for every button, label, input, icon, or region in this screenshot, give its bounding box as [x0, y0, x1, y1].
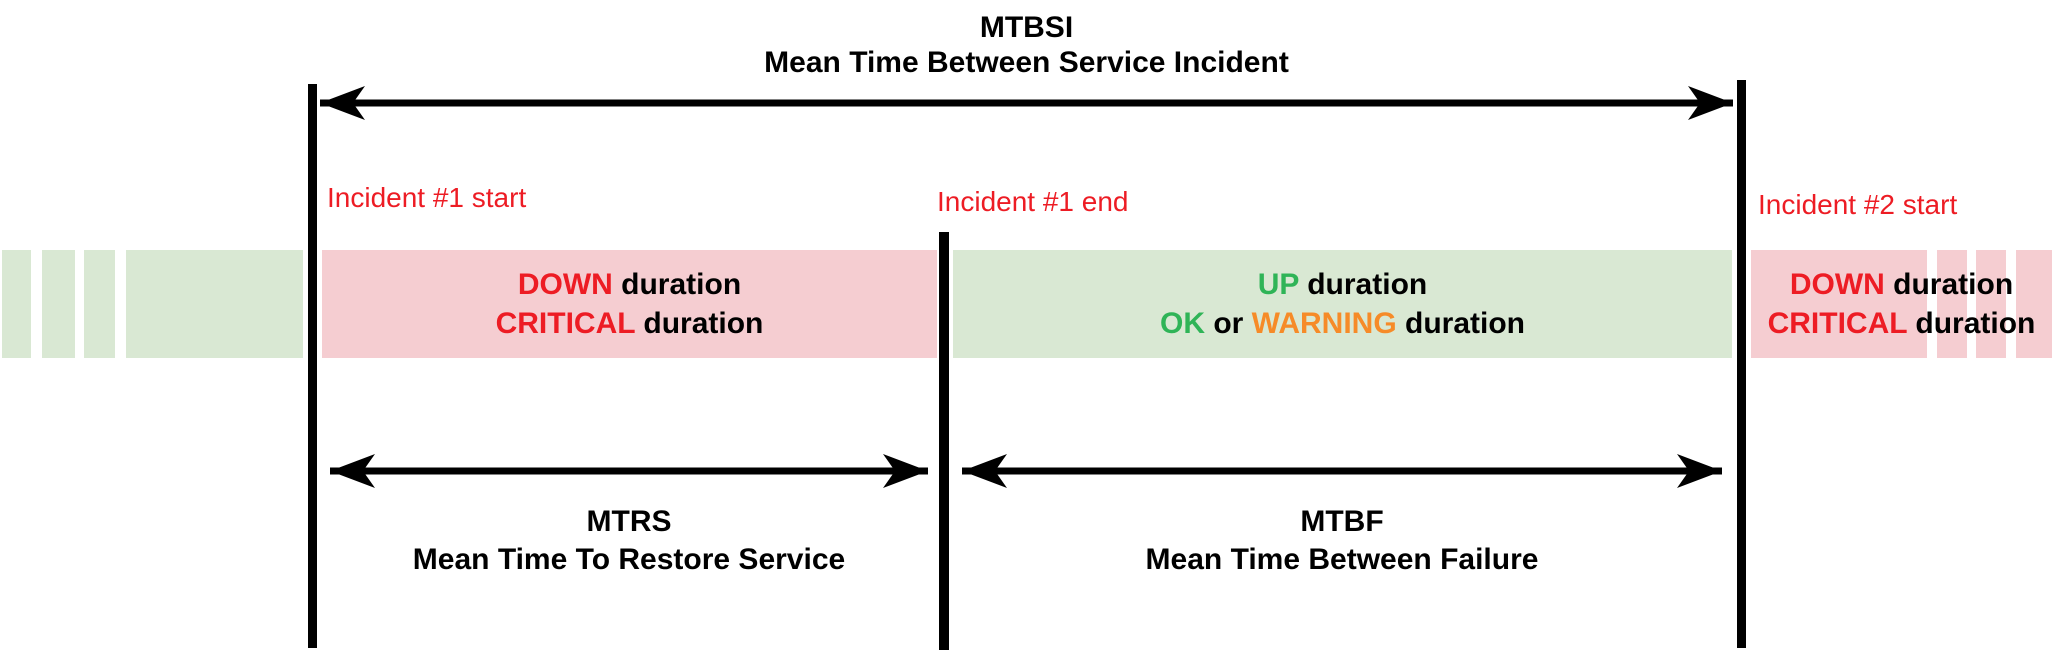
down-band-segment — [2016, 250, 2052, 358]
warning-status-word: WARNING — [1251, 307, 1397, 340]
critical-status-word-2: CRITICAL — [1767, 307, 1908, 340]
down-duration-text-2: DOWN duration — [1790, 265, 2013, 304]
down-duration-word-2: duration — [1893, 268, 2014, 301]
ok-warning-duration-word: duration — [1405, 307, 1526, 340]
up-duration-band: UP duration OK or WARNING duration — [953, 250, 1732, 358]
incident-1-start-label: Incident #1 start — [327, 182, 527, 213]
down-duration-text: DOWN duration — [518, 265, 741, 304]
down-band-segment — [1976, 250, 2006, 358]
mtrs-abbreviation: MTRS — [586, 505, 672, 538]
incident-2-start-line — [1737, 80, 1746, 648]
up-status-word: UP — [1257, 268, 1299, 301]
ok-warning-duration-text: OK or WARNING duration — [1160, 304, 1525, 343]
incident-1-end-line — [939, 232, 949, 650]
ok-status-word: OK — [1159, 307, 1205, 340]
up-history-segment — [84, 250, 115, 358]
or-conjunction: or — [1213, 307, 1244, 340]
down-band-segment — [1751, 250, 1927, 358]
mtbf-full-name: Mean Time Between Failure — [1145, 543, 1539, 576]
incident-1-start-line — [308, 84, 317, 648]
critical-status-word: CRITICAL — [495, 307, 636, 340]
diagram-title: MTBSI Mean Time Between Service Incident — [312, 10, 1741, 80]
incident-2-start-label: Incident #2 start — [1758, 189, 1958, 220]
critical-duration-word-2: duration — [1915, 307, 2036, 340]
down-status-word: DOWN — [517, 268, 613, 301]
mtbf-label: MTBF Mean Time Between Failure — [962, 503, 1722, 579]
up-duration-text: UP duration — [1258, 265, 1427, 304]
down-status-word-2: DOWN — [1789, 268, 1885, 301]
down-duration-band-2: DOWN duration CRITICAL duration — [1751, 250, 2052, 358]
critical-duration-text-2: CRITICAL duration — [1768, 304, 2036, 343]
mtbsi-full-name: Mean Time Between Service Incident — [764, 46, 1289, 79]
critical-duration-word: duration — [643, 307, 764, 340]
incident-1-end-label: Incident #1 end — [937, 186, 1129, 217]
critical-duration-text: CRITICAL duration — [496, 304, 764, 343]
mtrs-full-name: Mean Time To Restore Service — [412, 543, 846, 576]
down-band-segment — [1937, 250, 1967, 358]
down-duration-word: duration — [621, 268, 742, 301]
up-history-segment — [42, 250, 75, 358]
down-duration-band: DOWN duration CRITICAL duration — [322, 250, 937, 358]
mtbsi-abbreviation: MTBSI — [979, 11, 1074, 44]
up-duration-word: duration — [1307, 268, 1428, 301]
mtbf-abbreviation: MTBF — [1300, 505, 1384, 538]
mtrs-label: MTRS Mean Time To Restore Service — [330, 503, 928, 579]
up-history-segment — [126, 250, 303, 358]
up-history-segment — [2, 250, 31, 358]
